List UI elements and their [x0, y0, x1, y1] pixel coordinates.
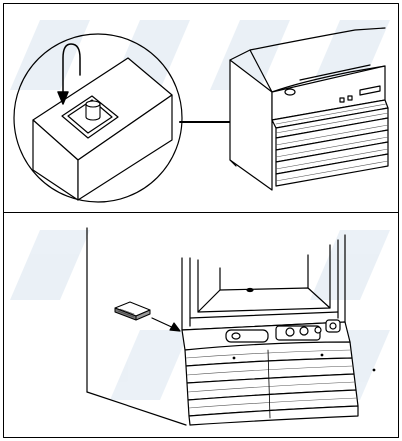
plug-icon: [114, 301, 151, 321]
side-wall: [86, 227, 187, 426]
background-watermark: [10, 20, 390, 400]
figure-frame: [3, 3, 399, 438]
lower-louvre-stack: [184, 341, 376, 426]
plug-insertion-arrow-icon: [151, 317, 181, 332]
pin-icon: [85, 100, 101, 121]
bottom-panel: [86, 227, 376, 426]
control-knobs: [225, 319, 341, 343]
top-panel: [13, 27, 389, 203]
louvre-stack: [271, 99, 389, 187]
insertion-arrow-icon: [57, 43, 81, 105]
cabinet-upper: [229, 27, 389, 191]
magnifier-circle: [13, 33, 183, 203]
cabinet-lower: [181, 234, 376, 426]
block-detail: [32, 57, 173, 201]
